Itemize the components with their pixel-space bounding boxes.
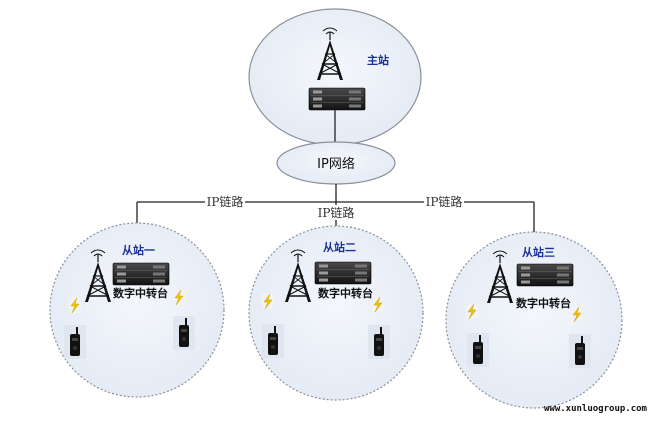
signal-icon bbox=[465, 302, 479, 320]
handheld-radio-icon bbox=[467, 333, 489, 367]
link-label-right: IP链路 bbox=[424, 194, 464, 209]
link-label-center: IP链路 bbox=[316, 205, 356, 220]
repeater-label: 数字中转台 bbox=[318, 286, 373, 300]
main-station-label: 主站 bbox=[367, 53, 389, 67]
repeater-icon bbox=[516, 263, 574, 287]
link-label-left: IP链路 bbox=[205, 194, 245, 209]
repeater-icon bbox=[112, 262, 170, 286]
ip-link-label: IP链路 bbox=[207, 194, 244, 209]
handheld-radio-icon bbox=[368, 325, 390, 359]
signal-icon bbox=[68, 296, 82, 314]
ip-network-label: IP网络 bbox=[317, 156, 355, 172]
substation-2: 从站二 数字中转台 bbox=[248, 225, 424, 401]
signal-icon bbox=[261, 292, 275, 310]
signal-icon bbox=[570, 305, 584, 323]
main-station: 主站 bbox=[248, 8, 422, 146]
repeater-icon bbox=[314, 261, 372, 285]
repeater-icon bbox=[308, 87, 366, 111]
signal-icon bbox=[172, 288, 186, 306]
handheld-radio-icon bbox=[64, 325, 86, 359]
substation-label: 从站二 bbox=[323, 240, 356, 254]
ip-network: IP网络 bbox=[276, 141, 396, 185]
handheld-radio-icon bbox=[173, 316, 195, 350]
repeater-label: 数字中转台 bbox=[516, 296, 571, 310]
substation-1: 从站一 数字中转台 bbox=[49, 222, 225, 398]
handheld-radio-icon bbox=[262, 324, 284, 358]
ip-link-label: IP链路 bbox=[318, 205, 355, 220]
substation-label: 从站三 bbox=[522, 245, 555, 259]
repeater-label: 数字中转台 bbox=[113, 286, 168, 300]
ip-link-label: IP链路 bbox=[426, 194, 463, 209]
signal-icon bbox=[371, 295, 385, 313]
watermark-text: www.xunluogroup.com bbox=[544, 404, 648, 414]
handheld-radio-icon bbox=[569, 334, 591, 368]
substation-label: 从站一 bbox=[122, 243, 155, 257]
substation-3: 从站三 数字中转台 bbox=[445, 231, 623, 409]
